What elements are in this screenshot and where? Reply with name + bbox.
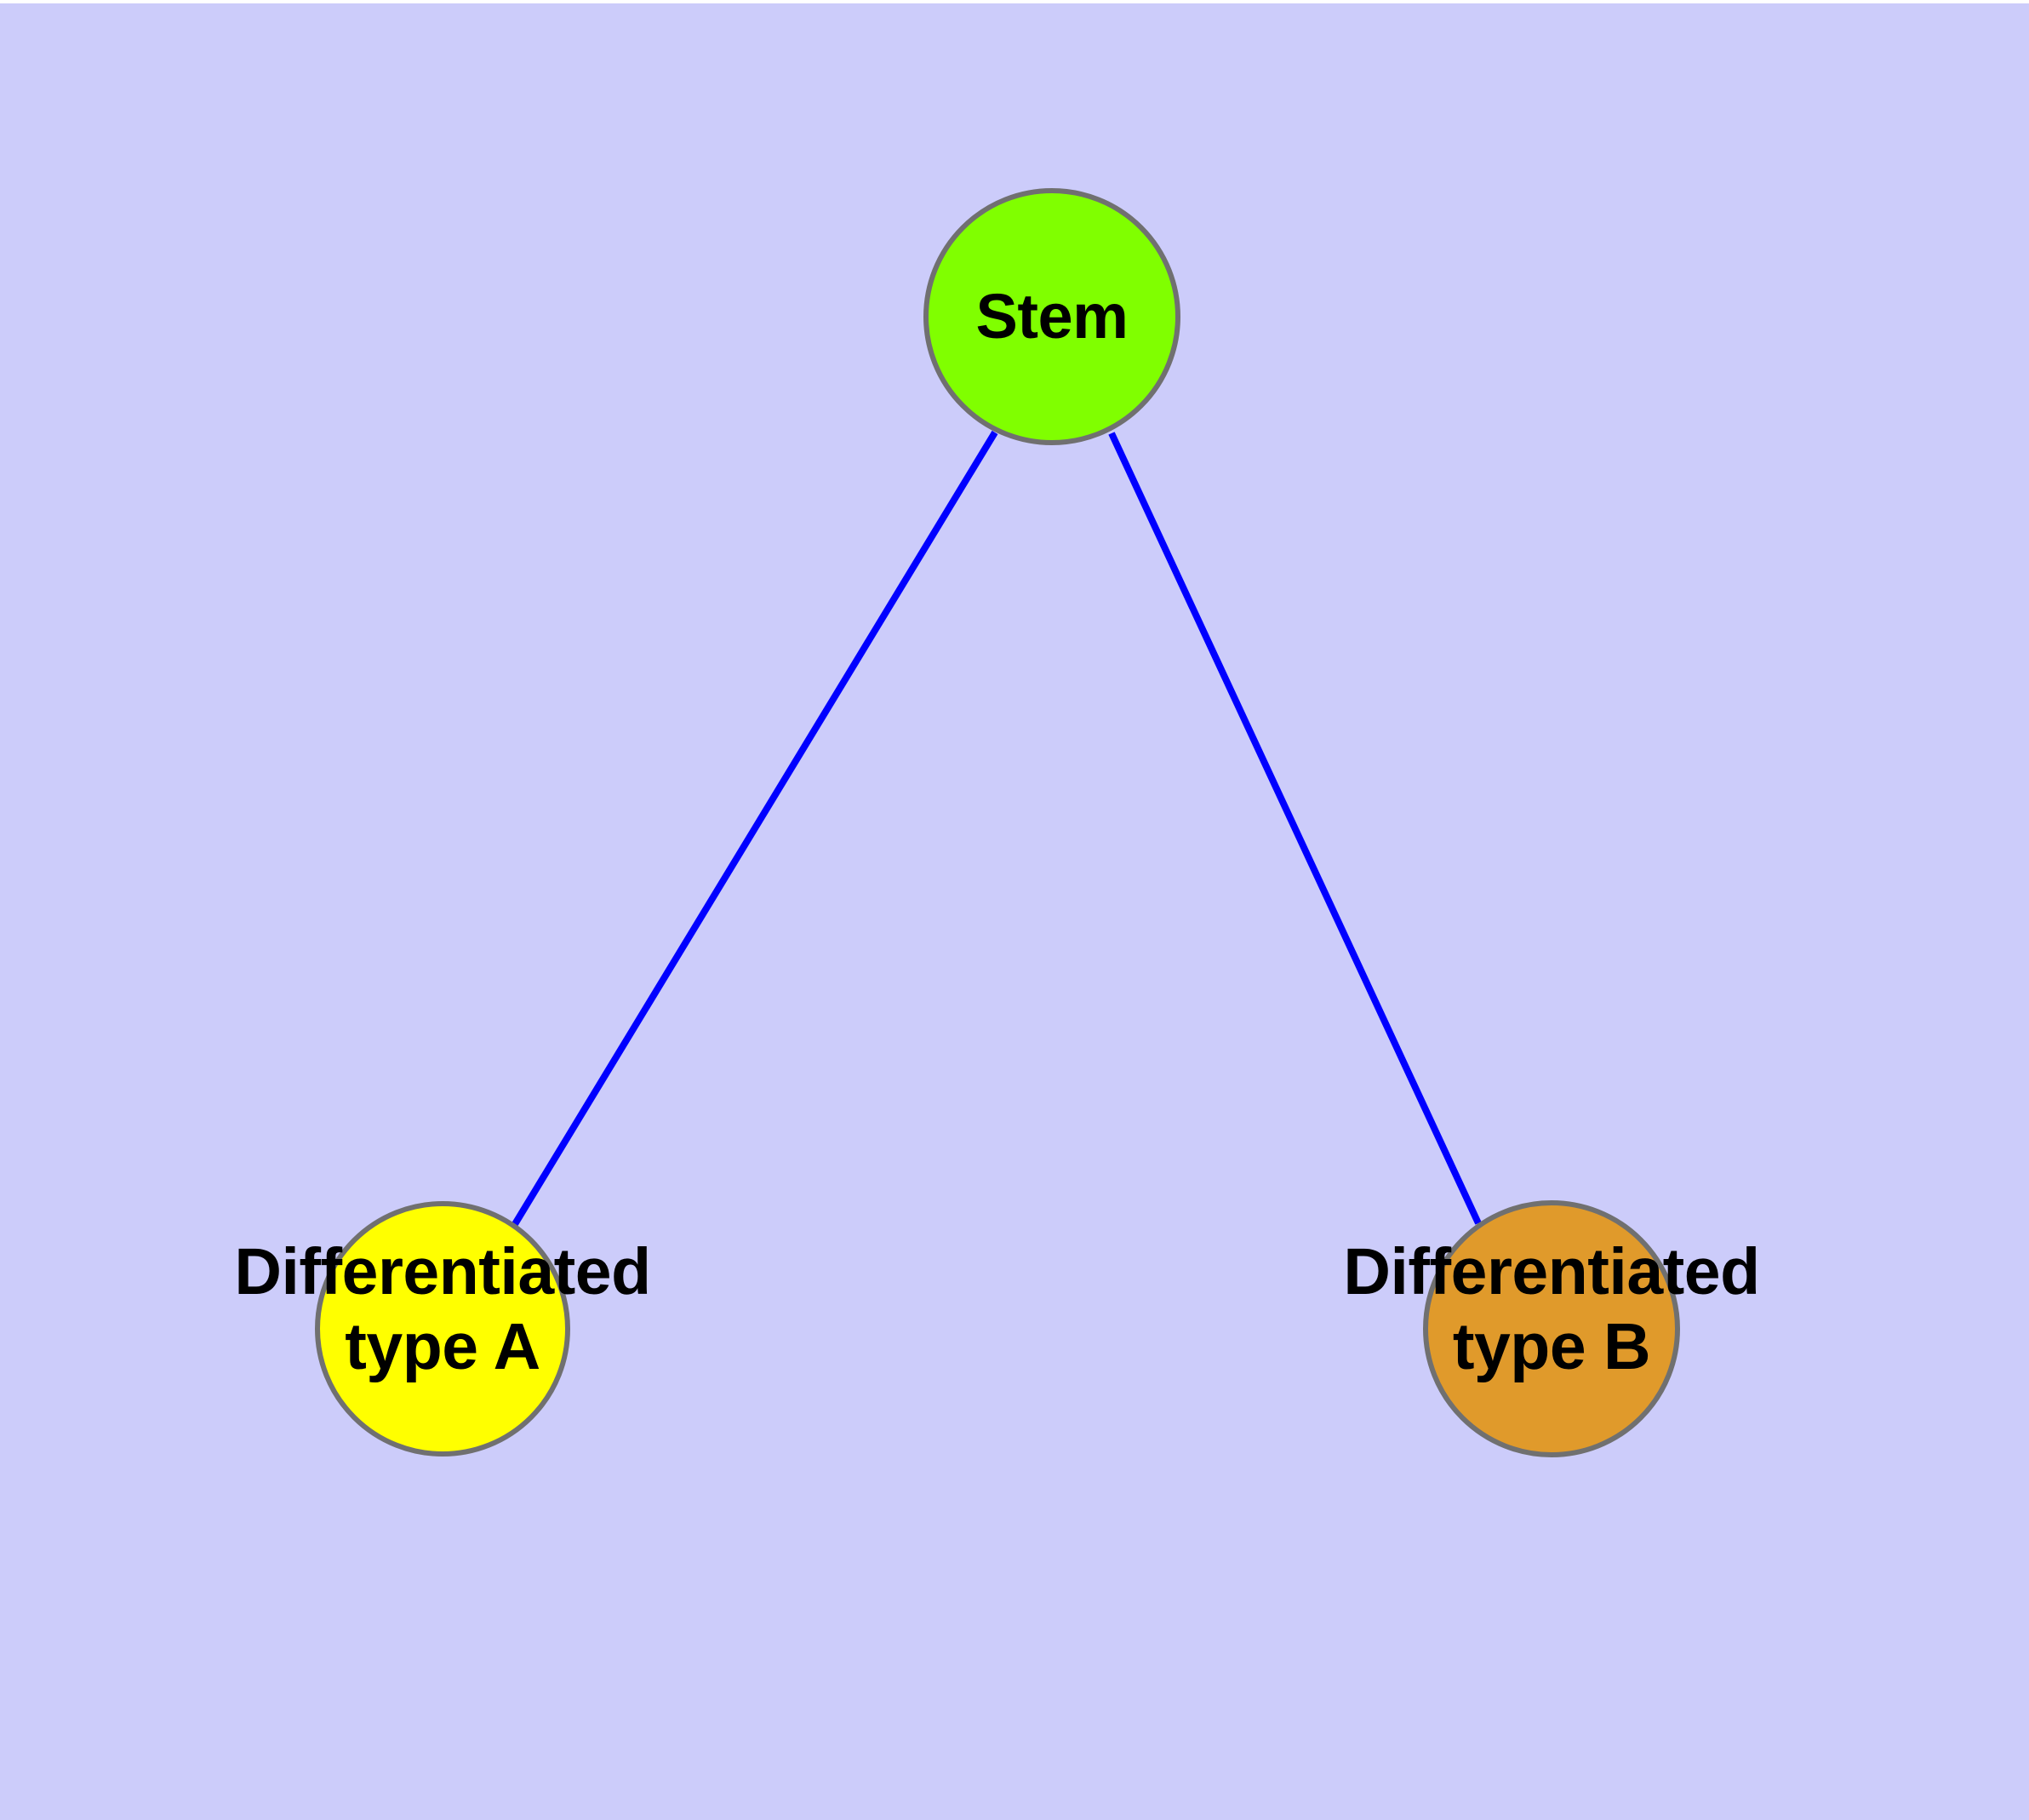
node-stem[interactable] (923, 188, 1180, 445)
edge-stem-to-diff-b (1108, 432, 1482, 1225)
node-layer (315, 188, 1680, 1457)
edge-layer (512, 430, 1482, 1227)
edge-stem-to-diff-a (512, 430, 998, 1227)
node-differentiated-type-b[interactable] (1423, 1200, 1680, 1457)
node-differentiated-type-a[interactable] (315, 1201, 570, 1457)
